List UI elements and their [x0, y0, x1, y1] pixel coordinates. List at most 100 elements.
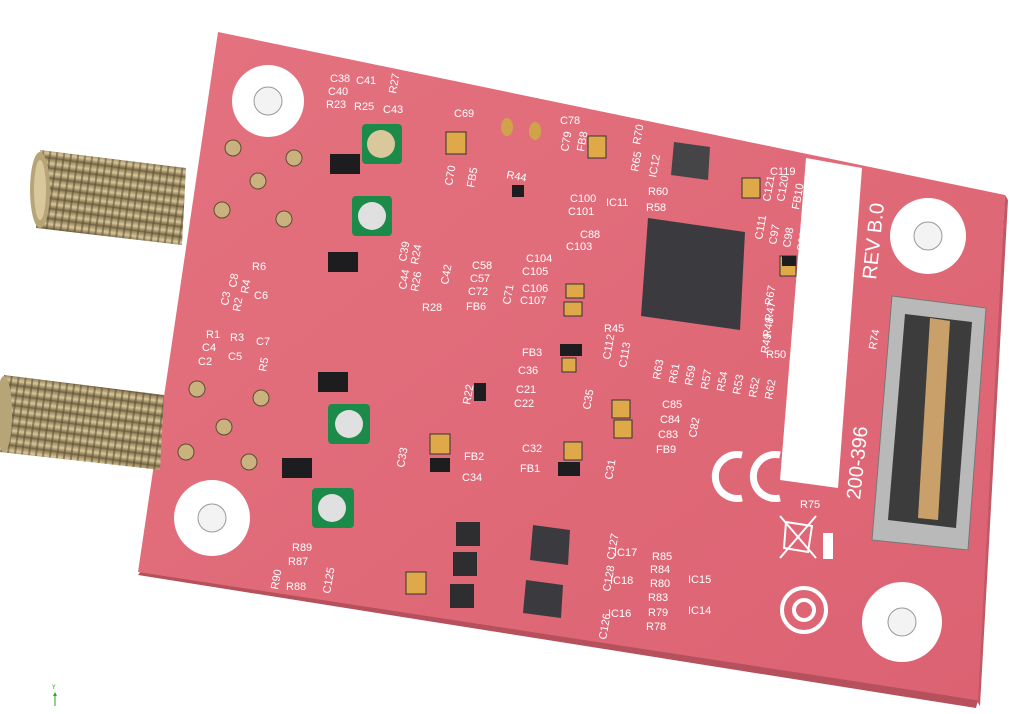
label-c79: C79	[559, 131, 574, 153]
label-c41: C41	[356, 75, 376, 87]
label-r28: R28	[422, 302, 442, 314]
label-r26: R26	[409, 271, 424, 293]
label-c42: C42	[439, 264, 454, 286]
label-r54: R54	[715, 371, 730, 393]
label-r83: R83	[648, 592, 668, 604]
label-r59: R59	[683, 365, 698, 387]
label-c34: C34	[462, 472, 482, 484]
label-c32: C32	[522, 443, 542, 455]
fb-pads	[501, 118, 541, 140]
label-c119: C119	[770, 166, 795, 178]
small-ics	[450, 522, 480, 608]
smd-capacitors	[405, 131, 797, 595]
label-c78: C78	[560, 115, 580, 127]
label-c120: C120	[775, 175, 791, 203]
label-c106: C106	[522, 283, 548, 295]
label-r80: R80	[650, 578, 670, 590]
label-r48: R48	[761, 317, 776, 339]
label-c101: C101	[568, 206, 594, 218]
label-c7: C7	[256, 336, 270, 348]
edge-connector	[871, 295, 987, 551]
label-c8: C8	[227, 273, 241, 289]
label-ic17: IC17	[614, 547, 637, 559]
mounting-hole-top-left	[232, 65, 304, 137]
label-c43: C43	[383, 104, 403, 116]
label-r87: R87	[288, 556, 308, 568]
label-r65: R65	[629, 151, 644, 173]
ic11-chip	[641, 218, 745, 330]
label-r57: R57	[699, 369, 714, 391]
label-ic12: IC12	[647, 154, 663, 179]
label-r44: R44	[505, 169, 527, 184]
label-fb5: FB5	[465, 167, 480, 189]
ic12-chip	[671, 142, 710, 180]
label-r84: R84	[650, 564, 670, 576]
label-c128: C128	[601, 565, 617, 593]
label-c57: C57	[470, 273, 490, 285]
label-r70: R70	[631, 124, 646, 146]
label-r85: R85	[652, 551, 672, 563]
label-r27: R27	[387, 73, 402, 95]
label-c82: C82	[687, 417, 702, 439]
label-r79: R79	[648, 607, 668, 619]
label-c33: C33	[395, 447, 410, 469]
potentiometer-4	[312, 488, 354, 528]
label-c31: C31	[603, 459, 618, 481]
label-r90: R90	[269, 569, 284, 591]
label-r88: R88	[286, 581, 306, 593]
label-c70: C70	[443, 165, 458, 187]
label-ic11: IC11	[606, 197, 628, 209]
label-fb1: FB1	[520, 463, 540, 475]
label-c97: C97	[767, 224, 782, 246]
label-c111: C111	[753, 214, 769, 240]
label-r58: R58	[646, 202, 666, 214]
label-fb3: FB3	[522, 347, 542, 359]
ic17-chip	[530, 525, 570, 565]
label-r89: R89	[292, 542, 312, 554]
smd-black-parts	[282, 154, 796, 478]
label-r45: R45	[604, 323, 624, 335]
label-r53: R53	[731, 374, 746, 396]
label-c84: C84	[660, 414, 680, 426]
label-c107: C107	[520, 295, 546, 307]
label-c72: C72	[468, 286, 488, 298]
label-c71: C71	[501, 284, 516, 306]
label-r74: R74	[867, 329, 882, 351]
label-c35: C35	[581, 389, 596, 411]
label-c69: C69	[454, 108, 474, 120]
silkscreen-labels: C38 C41 C40 R27 R23 R25 C43 C69 C70 FB5 …	[198, 73, 882, 641]
label-r47: R47	[763, 301, 778, 323]
label-c22: C22	[514, 398, 534, 410]
label-r52: R52	[747, 377, 762, 399]
label-c125: C125	[321, 567, 337, 595]
sma-pins-top	[213, 139, 303, 228]
label-fb10: FB10	[790, 183, 806, 211]
label-c98: C98	[781, 227, 796, 249]
sma-connector-bottom	[0, 375, 164, 470]
label-ic14: IC14	[688, 605, 711, 617]
label-c44: C44	[397, 269, 412, 291]
label-r6: R6	[252, 261, 266, 273]
label-c58: C58	[472, 260, 492, 272]
recycle-logo	[780, 586, 828, 634]
label-c85: C85	[662, 399, 682, 411]
weee-mark	[779, 515, 833, 559]
label-fb2: FB2	[464, 451, 484, 463]
label-r2: R2	[231, 297, 245, 313]
label-r63: R63	[651, 359, 666, 381]
label-ic16: IC16	[608, 608, 631, 620]
label-c105: C105	[522, 266, 548, 278]
label-r22: R22	[461, 384, 476, 406]
label-r61: R61	[667, 363, 682, 385]
label-r3: R3	[230, 332, 244, 344]
label-c3: C3	[219, 291, 233, 307]
label-c21: C21	[516, 384, 536, 396]
label-fb9: FB9	[656, 444, 676, 456]
label-r4: R4	[239, 279, 253, 295]
label-c100: C100	[570, 193, 596, 205]
label-c103: C103	[566, 241, 592, 253]
sma-connector-top	[30, 150, 186, 245]
label-c104: C104	[526, 253, 552, 265]
mounting-hole-bottom-left	[174, 480, 250, 556]
